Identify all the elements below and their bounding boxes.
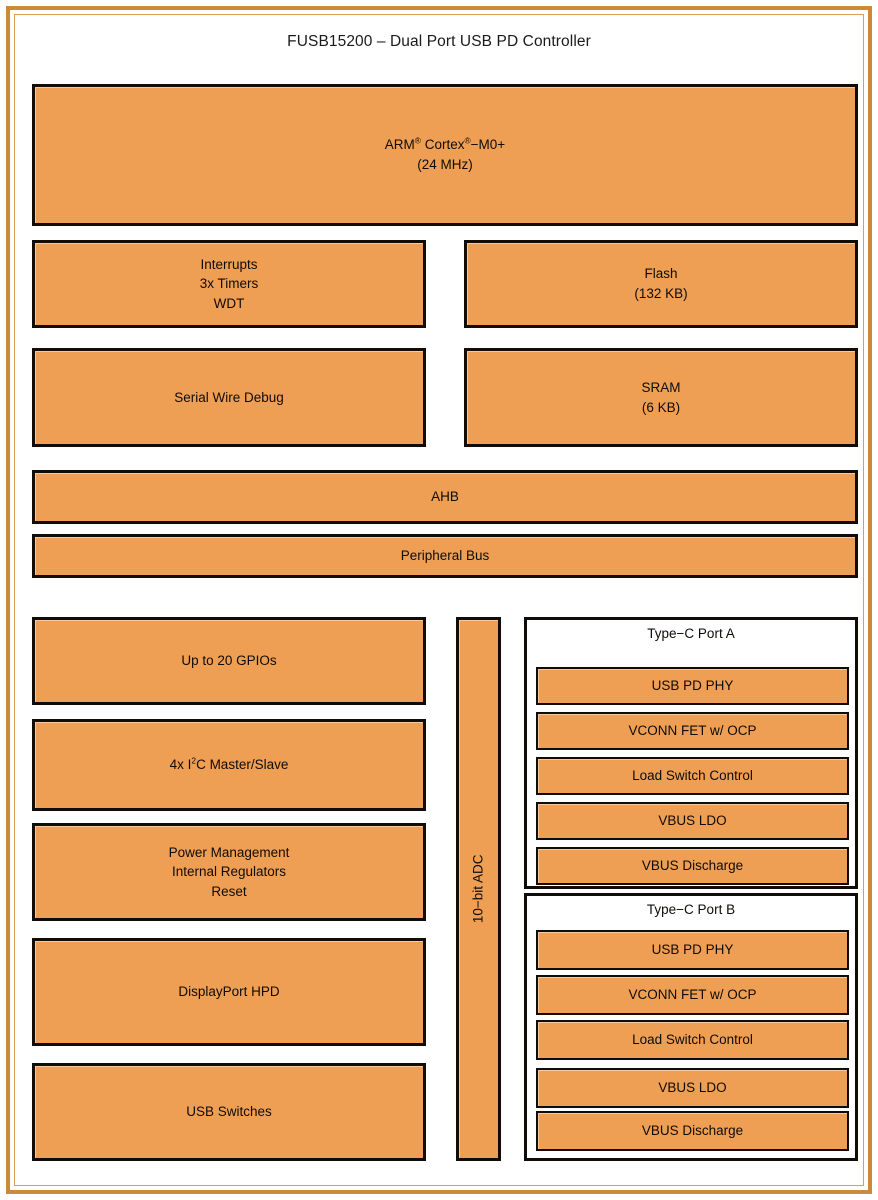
port-a-vbus-ldo-label: VBUS LDO: [658, 813, 727, 829]
i2c-label: 4x I2C Master/Slave: [169, 755, 289, 773]
block-port-a-load-switch-control[interactable]: Load Switch Control: [536, 757, 849, 795]
power-management-label: Power Management: [168, 844, 290, 860]
block-port-b-load-switch-control[interactable]: Load Switch Control: [536, 1020, 849, 1060]
adc-label: 10−bit ADC: [470, 854, 486, 924]
block-arm-cortex-m0[interactable]: ARM® Cortex®−M0+ (24 MHz): [32, 84, 858, 226]
core-name-line: ARM® Cortex®−M0+: [384, 135, 506, 153]
block-port-a-vbus-discharge[interactable]: VBUS Discharge: [536, 847, 849, 885]
displayport-hpd-label: DisplayPort HPD: [178, 984, 280, 1000]
block-sram[interactable]: SRAM (6 KB): [464, 348, 858, 447]
timers-label: 3x Timers: [199, 276, 259, 292]
port-a-title: Type−C Port A: [647, 626, 735, 641]
reset-label: Reset: [211, 883, 247, 899]
registered-trademark-icon: ®: [414, 135, 421, 146]
port-a-vconn-fet-label: VCONN FET w/ OCP: [628, 723, 757, 739]
block-interrupts-timers-wdt[interactable]: Interrupts 3x Timers WDT: [32, 240, 426, 328]
page-title: FUSB15200 – Dual Port USB PD Controller: [287, 33, 591, 50]
wdt-label: WDT: [213, 295, 245, 311]
block-port-b-vconn-fet[interactable]: VCONN FET w/ OCP: [536, 975, 849, 1015]
block-displayport-hpd[interactable]: DisplayPort HPD: [32, 938, 426, 1046]
registered-trademark-icon: ®: [464, 135, 471, 146]
port-a-load-switch-label: Load Switch Control: [632, 768, 753, 784]
block-ahb-bus[interactable]: AHB: [32, 470, 858, 524]
peripheral-bus-label: Peripheral Bus: [400, 548, 490, 564]
flash-size-label: (132 KB): [634, 286, 688, 301]
ahb-label: AHB: [431, 489, 459, 505]
flash-label: Flash: [644, 266, 678, 282]
swd-label: Serial Wire Debug: [174, 389, 284, 405]
block-flash[interactable]: Flash (132 KB): [464, 240, 858, 328]
internal-regulators-label: Internal Regulators: [171, 864, 287, 880]
port-b-vconn-fet-label: VCONN FET w/ OCP: [628, 987, 757, 1003]
block-power-management[interactable]: Power Management Internal Regulators Res…: [32, 823, 426, 921]
block-i2c-master-slave[interactable]: 4x I2C Master/Slave: [32, 719, 426, 811]
core-clock-line: (24 MHz): [417, 157, 473, 172]
sram-label: SRAM: [641, 379, 681, 395]
block-gpio[interactable]: Up to 20 GPIOs: [32, 617, 426, 705]
block-peripheral-bus[interactable]: Peripheral Bus: [32, 534, 858, 578]
block-usb-switches[interactable]: USB Switches: [32, 1063, 426, 1161]
block-port-b-vbus-discharge[interactable]: VBUS Discharge: [536, 1111, 849, 1151]
block-port-a-vbus-ldo[interactable]: VBUS LDO: [536, 802, 849, 840]
port-b-usb-pd-phy-label: USB PD PHY: [651, 942, 734, 958]
block-serial-wire-debug[interactable]: Serial Wire Debug: [32, 348, 426, 447]
block-10bit-adc[interactable]: 10−bit ADC: [456, 617, 501, 1161]
block-port-b-usb-pd-phy[interactable]: USB PD PHY: [536, 930, 849, 970]
port-b-title: Type−C Port B: [646, 902, 736, 917]
superscript-two-icon: 2: [191, 755, 197, 766]
port-b-vbus-ldo-label: VBUS LDO: [658, 1080, 727, 1096]
block-port-b-vbus-ldo[interactable]: VBUS LDO: [536, 1068, 849, 1108]
sram-size-label: (6 KB): [641, 399, 681, 415]
block-port-a-vconn-fet[interactable]: VCONN FET w/ OCP: [536, 712, 849, 750]
group-type-c-port-a: Type−C Port A USB PD PHY VCONN FET w/ OC…: [524, 617, 858, 889]
block-port-a-usb-pd-phy[interactable]: USB PD PHY: [536, 667, 849, 705]
port-b-load-switch-label: Load Switch Control: [632, 1032, 753, 1048]
interrupts-label: Interrupts: [200, 256, 258, 272]
port-a-vbus-discharge-label: VBUS Discharge: [641, 858, 744, 874]
usb-switches-label: USB Switches: [186, 1104, 272, 1120]
gpio-label: Up to 20 GPIOs: [181, 653, 277, 669]
port-b-vbus-discharge-label: VBUS Discharge: [641, 1123, 744, 1139]
port-a-usb-pd-phy-label: USB PD PHY: [651, 678, 734, 694]
group-type-c-port-b: Type−C Port B USB PD PHY VCONN FET w/ OC…: [524, 893, 858, 1161]
